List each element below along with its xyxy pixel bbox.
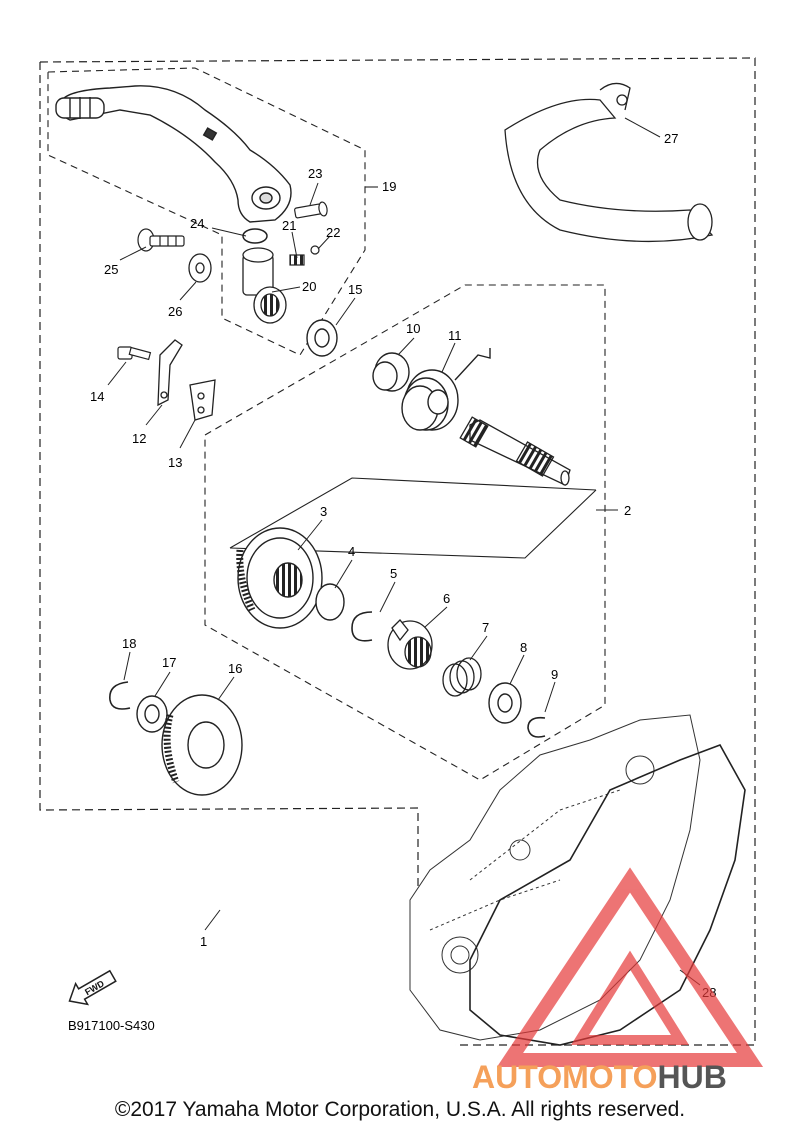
sub-assembly-lines <box>229 186 618 559</box>
kick-shaft-boundary <box>204 284 606 781</box>
clip-12 <box>157 339 183 407</box>
callout-16: 16 <box>228 661 242 676</box>
kick-shaft <box>459 416 571 486</box>
callout-1: 1 <box>200 934 207 949</box>
watermark-brand-part1: AUTOMOTO <box>472 1059 657 1095</box>
callout-17: 17 <box>162 655 176 670</box>
callout-25: 25 <box>104 262 118 277</box>
callout-15: 15 <box>348 282 362 297</box>
spring-21 <box>289 254 305 266</box>
bolt-23 <box>294 201 328 219</box>
leader-lines <box>107 117 701 986</box>
callout-12: 12 <box>132 431 146 446</box>
washer-8 <box>488 682 522 724</box>
callout-6: 6 <box>443 591 450 606</box>
circlip-9 <box>527 716 546 738</box>
spring-7 <box>442 657 482 697</box>
washer-4 <box>315 583 345 621</box>
callout-5: 5 <box>390 566 397 581</box>
callout-18: 18 <box>122 636 136 651</box>
callout-19: 19 <box>382 179 396 194</box>
o-ring-24 <box>242 228 268 244</box>
callout-11: 11 <box>448 328 462 343</box>
washer-26 <box>188 253 212 283</box>
hose-27 <box>504 82 714 243</box>
callout-8: 8 <box>520 640 527 655</box>
idle-gear-16 <box>161 694 243 796</box>
ball-22 <box>310 245 320 255</box>
kick-lever-boundary <box>47 67 366 356</box>
watermark-brand-part2: HUB <box>657 1059 726 1095</box>
callout-22: 22 <box>326 225 340 240</box>
callout-21: 21 <box>282 218 296 233</box>
bolt-14 <box>117 346 152 361</box>
plate-13 <box>189 379 216 421</box>
watermark-brand: AUTOMOTOHUB <box>472 1059 727 1095</box>
callout-4: 4 <box>348 544 355 559</box>
callout-7: 7 <box>482 620 489 635</box>
boss-20 <box>242 247 287 324</box>
diagram-code: B917100-S430 <box>68 1018 155 1033</box>
ratchet-6 <box>387 619 433 670</box>
callout-10: 10 <box>406 321 420 336</box>
callout-24: 24 <box>190 216 204 231</box>
oil-seal-15 <box>306 319 338 357</box>
watermark-triangle-icon <box>496 867 764 1067</box>
callout-23: 23 <box>308 166 322 181</box>
bolt-25 <box>137 228 185 252</box>
kick-lever-arm <box>55 85 292 223</box>
callout-9: 9 <box>551 667 558 682</box>
callout-20: 20 <box>302 279 316 294</box>
torsion-spring-11 <box>401 348 491 431</box>
circlip-18 <box>109 681 131 710</box>
callout-14: 14 <box>90 389 104 404</box>
kick-gear-3 <box>236 527 323 629</box>
washer-17 <box>136 695 168 733</box>
callout-3: 3 <box>320 504 327 519</box>
callout-2: 2 <box>624 503 631 518</box>
callout-26: 26 <box>168 304 182 319</box>
fwd-arrow-icon: FWD <box>68 969 117 1006</box>
callout-13: 13 <box>168 455 182 470</box>
callout-27: 27 <box>664 131 678 146</box>
copyright-footer: ©2017 Yamaha Motor Corporation, U.S.A. A… <box>114 1098 686 1121</box>
circlip-5 <box>351 611 373 642</box>
callout-labels: 1 2 3 4 5 6 7 8 9 10 11 12 13 14 15 16 1… <box>90 131 716 1000</box>
collar-10 <box>372 352 410 392</box>
